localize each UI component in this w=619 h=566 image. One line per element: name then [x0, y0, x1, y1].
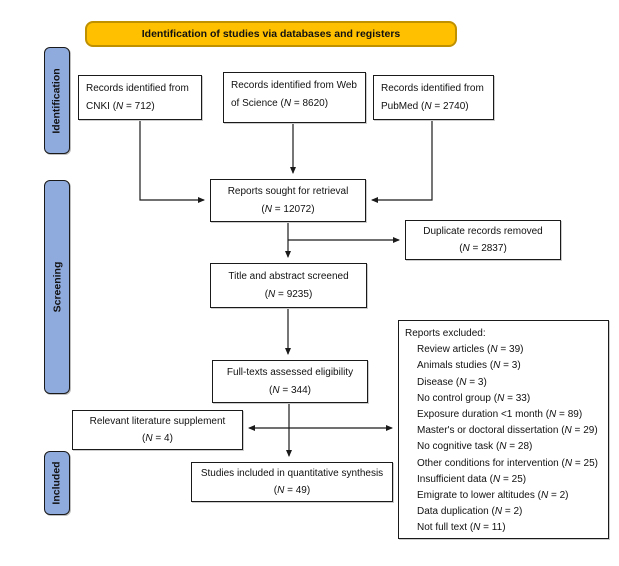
arrow-pubmed-to-retrieval [371, 121, 433, 203]
excluded-item: Exposure duration <1 month (N = 89) [417, 409, 583, 421]
title-abstract-screened-label: Title and abstract screened [228, 271, 349, 282]
records-wos-count: (N = 8620) [280, 98, 329, 109]
records-cnki-label: Records identified from CNKI [86, 83, 189, 112]
studies-included-label: Studies included in quantitative synthes… [200, 467, 384, 479]
arrow-cnki-to-retrieval [139, 121, 205, 203]
fulltext-assessed-box: Full-texts assessed eligibility (N = 344… [212, 360, 368, 403]
records-pubmed-label: Records identified from PubMed [381, 83, 484, 112]
banner: Identification of studies via databases … [85, 21, 457, 47]
duplicates-removed-count: (N = 2837) [459, 243, 507, 254]
records-wos-box: Records identified from Web of Science (… [223, 72, 366, 123]
stage-label-screening: Screening [44, 180, 70, 394]
records-pubmed-count: (N = 2740) [421, 101, 469, 112]
excluded-item: Disease (N = 3) [417, 376, 487, 388]
excluded-item: Master's or doctoral dissertation (N = 2… [417, 425, 598, 437]
records-wos-label: Records identified from Web of Science [231, 80, 357, 109]
stage-text: Identification [51, 67, 63, 134]
fulltext-assessed-label: Full-texts assessed eligibility [226, 367, 354, 378]
stage-text: Screening [51, 261, 63, 313]
title-abstract-screened-count: (N = 9235) [264, 288, 313, 300]
excluded-item: Insufficient data (N = 25) [417, 473, 527, 485]
literature-supplement-label: Relevant literature supplement [89, 415, 226, 427]
duplicates-removed-label: Duplicate records removed [423, 225, 543, 237]
literature-supplement-count: (N = 4) [142, 433, 173, 444]
excluded-item: Data duplication (N = 2) [417, 506, 523, 518]
excluded-item: Emigrate to lower altitudes (N = 2) [417, 490, 569, 502]
records-cnki-count: (N = 712) [112, 101, 155, 112]
duplicates-removed-box: Duplicate records removed (N = 2837) [405, 220, 561, 260]
excluded-item: Review articles (N = 39) [417, 344, 524, 356]
stage-text: Included [51, 461, 64, 505]
reports-sought-box: Reports sought for retrieval (N = 12072) [210, 179, 366, 222]
studies-included-box: Studies included in quantitative synthes… [191, 462, 393, 502]
reports-sought-count: (N = 12072) [261, 203, 315, 215]
stage-label-identification: Identification [44, 47, 70, 154]
records-pubmed-box: Records identified from PubMed (N = 2740… [373, 75, 494, 120]
title-abstract-screened-box: Title and abstract screened (N = 9235) [210, 263, 367, 308]
excluded-item: No control group (N = 33) [417, 392, 531, 404]
excluded-item: Animals studies (N = 3) [417, 360, 521, 372]
excluded-item: Not full text (N = 11) [417, 522, 506, 534]
reports-excluded-list: Review articles (N = 39) Animals studies … [405, 342, 602, 536]
reports-sought-label: Reports sought for retrieval [227, 186, 349, 197]
excluded-item: Other conditions for intervention (N = 2… [417, 457, 598, 469]
banner-label: Identification of studies via databases … [141, 28, 401, 40]
stage-label-included: Included [44, 451, 70, 515]
literature-supplement-box: Relevant literature supplement (N = 4) [72, 410, 243, 450]
excluded-item: No cognitive task (N = 28) [417, 441, 533, 453]
fulltext-assessed-count: (N = 344) [268, 384, 311, 396]
records-cnki-box: Records identified from CNKI (N = 712) [78, 75, 202, 120]
studies-included-count: (N = 49) [273, 485, 311, 496]
reports-excluded-box: Reports excluded: Review articles (N = 3… [398, 320, 609, 539]
reports-excluded-title: Reports excluded: [405, 328, 486, 339]
